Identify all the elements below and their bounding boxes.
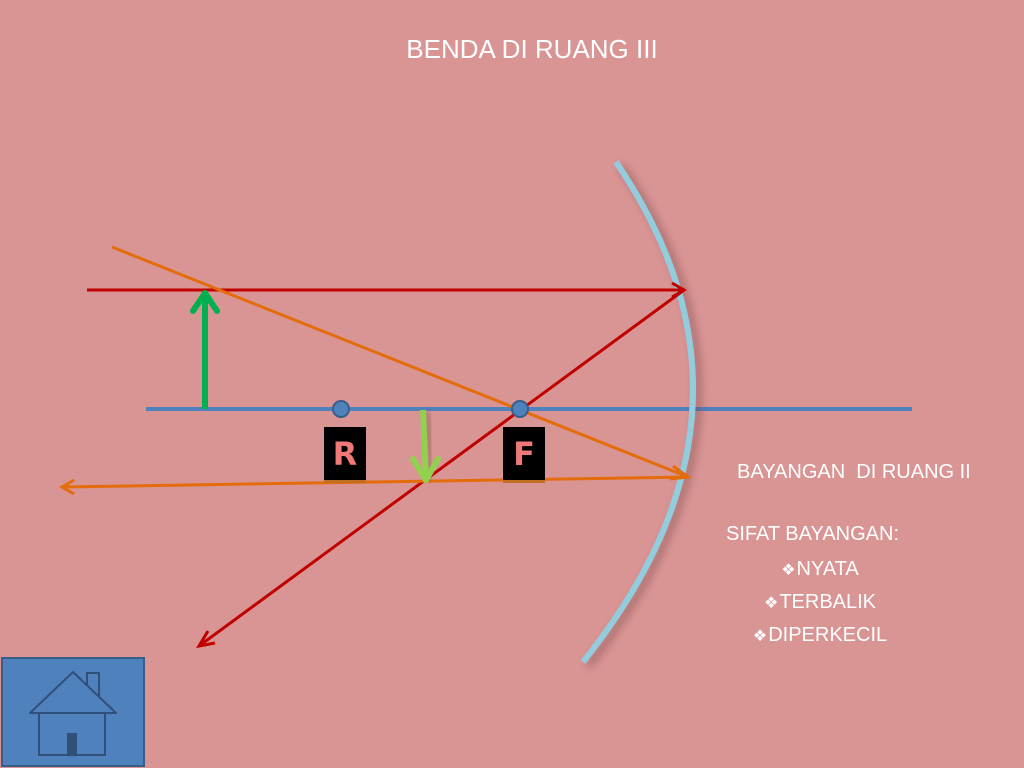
property-label: DIPERKECIL xyxy=(768,624,888,646)
image-properties-list: ❖NYATA ❖TERBALIK ❖DIPERKECIL xyxy=(720,553,920,652)
diamond-bullet-icon: ❖ xyxy=(763,593,779,612)
ray-parallel-reflected-arrowhead xyxy=(59,478,75,496)
property-item: ❖TERBALIK xyxy=(720,586,920,619)
property-label: TERBALIK xyxy=(779,591,877,613)
image-location-text: BAYANGAN DI RUANG II xyxy=(737,461,971,483)
focal-point-label: F xyxy=(503,427,545,483)
diamond-bullet-icon: ❖ xyxy=(781,560,796,579)
ray-reflected-parallel xyxy=(61,475,689,489)
property-item: ❖NYATA xyxy=(720,553,920,586)
mirror-shadow xyxy=(584,163,702,669)
object-arrowhead xyxy=(190,290,220,314)
property-label: NYATA xyxy=(796,558,859,580)
slide-title: BENDA DI RUANG III xyxy=(406,34,658,64)
image-properties-heading: SIFAT BAYANGAN: xyxy=(726,523,900,545)
home-icon xyxy=(29,671,117,756)
diamond-bullet-icon: ❖ xyxy=(752,626,768,645)
ray-reflected-through-focus xyxy=(198,288,685,648)
ray-focal-incident xyxy=(111,245,689,479)
home-button[interactable] xyxy=(1,657,145,767)
center-of-curvature-point xyxy=(332,400,350,418)
ray-reflected-arrowhead xyxy=(195,630,216,649)
concave-mirror xyxy=(580,160,696,664)
center-of-curvature-label: R xyxy=(324,427,366,483)
image-arrow xyxy=(420,409,429,479)
focal-point xyxy=(511,400,529,418)
property-item: ❖DIPERKECIL xyxy=(720,619,920,652)
image-arrowhead xyxy=(410,456,441,483)
